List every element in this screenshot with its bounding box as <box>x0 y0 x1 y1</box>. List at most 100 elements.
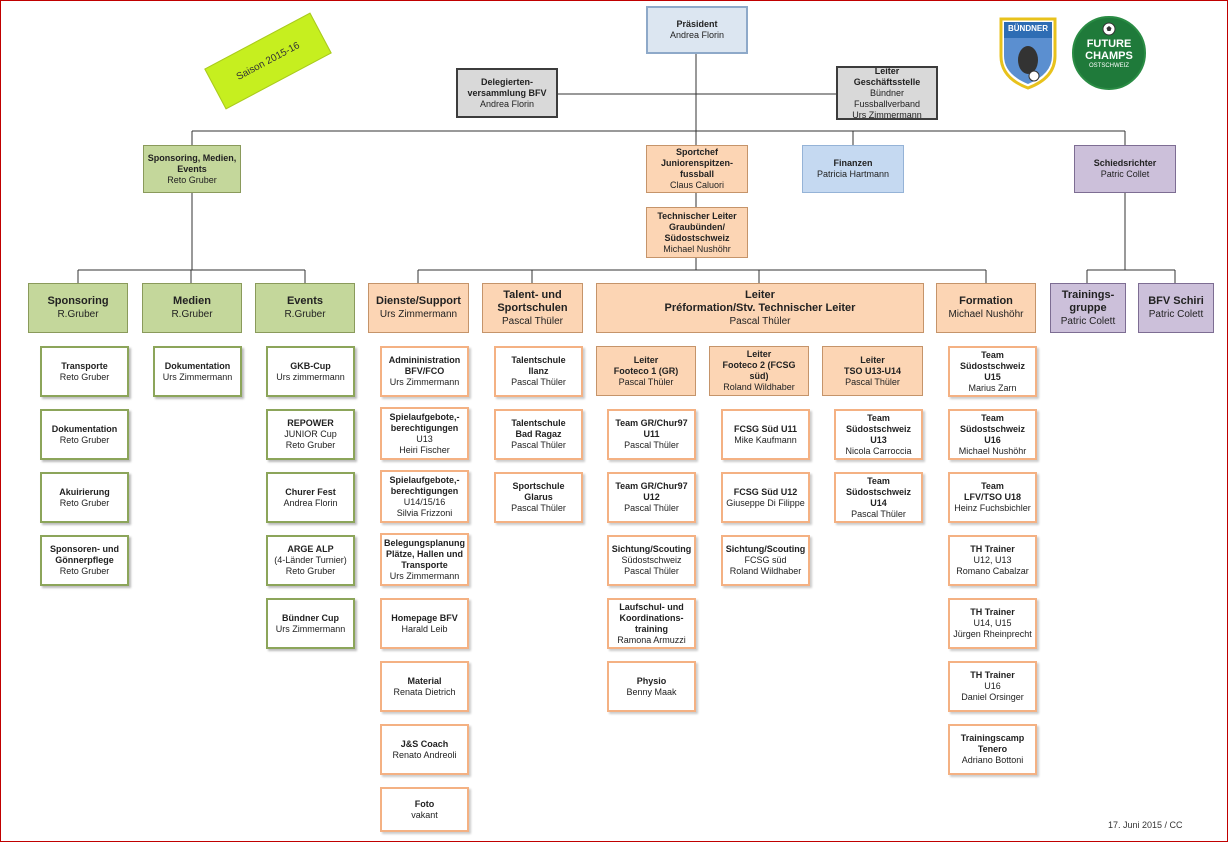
footeco1-box: Leiter Footeco 1 (GR) Pascal Thüler <box>596 346 696 396</box>
praesident-box: Präsident Andrea Florin <box>646 6 748 54</box>
tso-title: Leiter TSO U13-U14 <box>843 354 902 376</box>
item-title: Belegungsplanung Plätze, Hallen und Tran… <box>384 537 465 570</box>
techleiter-title: Technischer Leiter Graubünden/ Südostsch… <box>657 210 737 243</box>
finanzen-box: Finanzen Patricia Hartmann <box>802 145 904 193</box>
delegierte-box: Delegierten- versammlung BFV Andrea Flor… <box>456 68 558 118</box>
dienste-item: Spielaufgebote,- berechtigungen U13 Heir… <box>380 407 469 460</box>
item-name: Heinz Fuchsbichler <box>954 503 1031 513</box>
footeco1-item: Sichtung/Scouting Südostschweiz Pascal T… <box>607 535 696 586</box>
techleiter-box: Technischer Leiter Graubünden/ Südostsch… <box>646 207 748 258</box>
events-item: GKB-Cup Urs zimmermann <box>266 346 355 397</box>
sponsoring-medien-title: Sponsoring, Medien, Events <box>147 152 237 174</box>
geschaeftsstelle-box: Leiter Geschäftsstelle Bündner Fussballv… <box>836 66 938 120</box>
item-title: Team Südostschweiz U15 <box>959 349 1025 382</box>
formation-item: TH Trainer U16 Daniel Orsinger <box>948 661 1037 712</box>
sportchef-title: Sportchef Juniorenspitzen- fussball <box>660 147 733 179</box>
item-name: Giuseppe Di Filippe <box>726 497 805 508</box>
formation-item: TH Trainer U14, U15 Jürgen Rheinprecht <box>948 598 1037 649</box>
tso-item: Team Südostschweiz U14 Pascal Thüler <box>834 472 923 523</box>
item-title: Talentschule Ilanz <box>511 355 566 376</box>
bfv-schiri-box: BFV Schiri Patric Colett <box>1138 283 1214 333</box>
leiter-preformation-title: Leiter Préformation/Stv. Technischer Lei… <box>664 288 856 314</box>
item-name: Renata Dietrich <box>393 686 456 697</box>
geschaeftsstelle-name: Bündner Fussballverband Urs Zimmermann <box>852 87 922 120</box>
item-name: Pascal Thüler <box>511 377 566 387</box>
item-title: Sichtung/Scouting <box>611 544 692 554</box>
footer-date: 17. Juni 2015 / CC <box>1108 820 1183 830</box>
item-name: Reto Gruber <box>59 497 110 508</box>
item-title: Foto <box>414 798 435 809</box>
item-title: J&S Coach <box>400 738 449 749</box>
footeco1-item: Team GR/Chur97 U12 Pascal Thüler <box>607 472 696 523</box>
item-title: Transporte <box>61 360 108 371</box>
soccer-ball-icon <box>1102 22 1116 36</box>
sponsoring-title: Sponsoring <box>47 295 109 307</box>
item-name: Urs Zimmermann <box>162 371 233 382</box>
footeco2-item: Sichtung/Scouting FCSG süd Roland Wildha… <box>721 535 810 586</box>
item-name: Benny Maak <box>626 686 677 697</box>
item-name: vakant <box>411 809 438 820</box>
finanzen-title: Finanzen <box>833 158 873 168</box>
schiedsrichter-box: Schiedsrichter Patric Collet <box>1074 145 1176 193</box>
footeco1-item: Laufschul- und Koordinations- training R… <box>607 598 696 649</box>
dienste-item: Homepage BFV Harald Leib <box>380 598 469 649</box>
item-title: Team Südostschweiz U16 <box>959 412 1025 445</box>
item-title: ARGE ALP <box>287 544 334 554</box>
formation-item: Team LFV/TSO U18 Heinz Fuchsbichler <box>948 472 1037 523</box>
leiter-preformation-box: Leiter Préformation/Stv. Technischer Lei… <box>596 283 924 333</box>
medien-box: Medien R.Gruber <box>142 283 242 333</box>
item-name: Mike Kaufmann <box>734 434 797 445</box>
footeco1-item: Team GR/Chur97 U11 Pascal Thüler <box>607 409 696 460</box>
item-title: GKB-Cup <box>290 360 331 371</box>
item-name: U14/15/16 Silvia Frizzoni <box>396 496 453 518</box>
item-name: Pascal Thüler <box>851 508 906 519</box>
item-title: TH Trainer <box>970 670 1015 680</box>
item-name: Reto Gruber <box>59 434 110 445</box>
item-name: Südostschweiz Pascal Thüler <box>621 555 682 576</box>
tso-item: Team Südostschweiz U13 Nicola Carroccia <box>834 409 923 460</box>
medien-item: Dokumentation Urs Zimmermann <box>153 346 242 397</box>
talent-item: Talentschule Bad Ragaz Pascal Thüler <box>494 409 583 460</box>
item-name: Reto Gruber <box>59 566 110 576</box>
footeco2-item: FCSG Süd U12 Giuseppe Di Filippe <box>721 472 810 523</box>
medien-title: Medien <box>173 295 211 307</box>
future-champs-logo: FUTURE CHAMPS OSTSCHWEIZ <box>1072 16 1146 90</box>
events-item: Bündner Cup Urs Zimmermann <box>266 598 355 649</box>
sportchef-box: Sportchef Juniorenspitzen- fussball Clau… <box>646 145 748 193</box>
events-title: Events <box>286 295 324 307</box>
item-name: Pascal Thüler <box>511 440 566 450</box>
events-box: Events R.Gruber <box>255 283 355 333</box>
dienste-item: Material Renata Dietrich <box>380 661 469 712</box>
item-title: FCSG Süd U12 <box>733 486 798 497</box>
item-title: Laufschul- und Koordinations- training <box>619 601 684 634</box>
talent-box: Talent- und Sportschulen Pascal Thüler <box>482 283 583 333</box>
item-title: Trainingscamp Tenero <box>960 733 1025 754</box>
future-champs-text-2: CHAMPS <box>1085 50 1133 62</box>
item-title: Team LFV/TSO U18 <box>963 481 1021 502</box>
formation-item: TH Trainer U12, U13 Romano Cabalzar <box>948 535 1037 586</box>
item-name: Pascal Thüler <box>624 440 679 450</box>
schiedsrichter-title: Schiedsrichter <box>1093 158 1157 168</box>
events-name: R.Gruber <box>284 309 326 320</box>
dienste-item: Admininistration BFV/FCO Urs Zimmermann <box>380 346 469 397</box>
item-name: U12, U13 Romano Cabalzar <box>956 555 1029 576</box>
item-name: U14, U15 Jürgen Rheinprecht <box>953 618 1032 639</box>
future-champs-text-1: FUTURE <box>1086 38 1132 50</box>
praesident-name: Andrea Florin <box>669 30 725 40</box>
shield-icon <box>999 17 1057 90</box>
trainingsgruppe-title: Trainings- gruppe <box>1061 288 1115 314</box>
dienste-name: Urs Zimmermann <box>379 309 458 320</box>
item-name: JUNIOR Cup Reto Gruber <box>284 429 337 450</box>
sponsoring-medien-name: Reto Gruber <box>167 174 217 185</box>
formation-name: Michael Nushöhr <box>948 309 1024 320</box>
item-title: FCSG Süd U11 <box>733 423 797 434</box>
item-name: Urs zimmermann <box>276 371 345 382</box>
talent-item: Sportschule Glarus Pascal Thüler <box>494 472 583 523</box>
formation-item: Team Südostschweiz U15 Marius Zarn <box>948 346 1037 397</box>
future-champs-text-3: OSTSCHWEIZ <box>1089 63 1129 69</box>
footeco2-item: FCSG Süd U11 Mike Kaufmann <box>721 409 810 460</box>
formation-item: Team Südostschweiz U16 Michael Nushöhr <box>948 409 1037 460</box>
trainingsgruppe-box: Trainings- gruppe Patric Colett <box>1050 283 1126 333</box>
medien-name: R.Gruber <box>171 309 213 320</box>
